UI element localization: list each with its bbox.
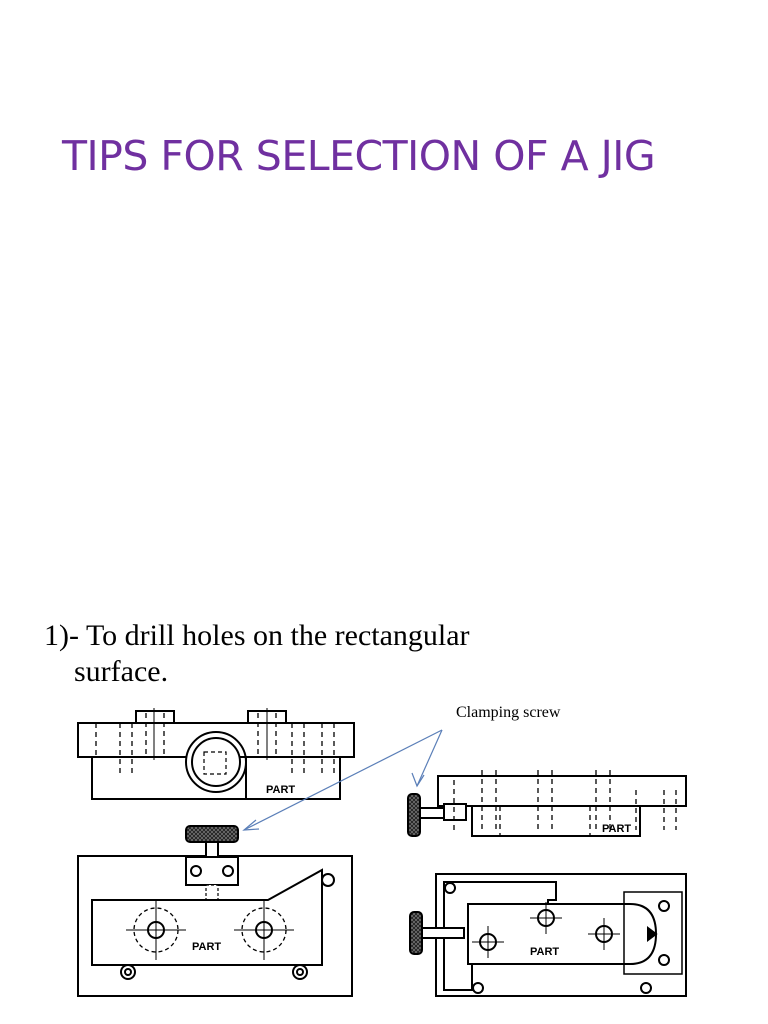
drill-hole-left-2	[234, 900, 294, 960]
part-label-front-left: PART	[266, 784, 295, 796]
drill-hole-right-3	[588, 918, 620, 950]
slide-title: TIPS FOR SELECTION OF A JIG	[62, 132, 656, 180]
jig-side-view-right	[407, 770, 687, 837]
jig-plan-view-right	[409, 873, 687, 997]
jig-front-view-left	[77, 708, 355, 800]
drill-hole-right-1	[472, 926, 504, 958]
jig-plan-view-left	[77, 825, 353, 997]
part-label-plan-left: PART	[192, 941, 221, 953]
bullet-line-2: surface.	[74, 655, 169, 688]
clamping-screw-callout: Clamping screw	[456, 704, 561, 721]
callout-arrows	[242, 729, 443, 831]
bullet-point: 1)- To drill holes on the rectangular su…	[44, 618, 744, 690]
drill-hole-right-2	[530, 902, 562, 934]
part-label-plan-right: PART	[530, 946, 559, 958]
part-label-side-right: PART	[602, 823, 631, 835]
drill-hole-left-1	[126, 900, 186, 960]
bullet-line-1: 1)- To drill holes on the rectangular	[44, 619, 470, 652]
